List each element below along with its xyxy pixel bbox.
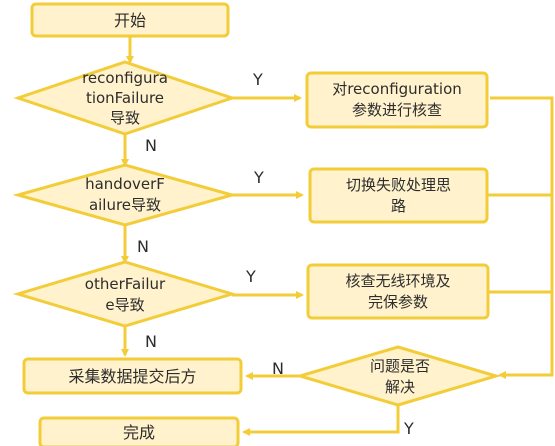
- handover-action-box: [308, 167, 489, 224]
- reconfig-no-label: N: [145, 136, 157, 155]
- handover-decision-shape: [12, 163, 238, 227]
- resolved-decision-label: 问题是否 解决: [369, 357, 430, 396]
- start-box: [30, 2, 230, 38]
- reconfig-decision-label: reconfigura tionFailure 导致: [82, 69, 168, 127]
- connector-resolved-yes: [242, 405, 400, 436]
- other-yes-label: Y: [246, 267, 256, 286]
- resolved-decision-shape: [294, 345, 502, 407]
- start-label: 开始: [113, 10, 146, 30]
- handover-no-label: N: [137, 237, 149, 256]
- collect-box: [22, 357, 243, 395]
- resolved-yes-label: Y: [404, 419, 414, 438]
- done-label: 完成: [122, 422, 155, 442]
- other-action-label: 核查无线环境及 完保参数: [345, 271, 451, 311]
- reconfig-action-label: 对reconfiguration 参数进行核查: [332, 80, 462, 119]
- other-no-label: N: [145, 332, 157, 351]
- resolved-no-label: N: [272, 359, 284, 378]
- node-shapes: [12, 2, 502, 446]
- reconfig-yes-label: Y: [253, 70, 263, 89]
- other-action-box: [306, 263, 490, 320]
- connector-actions-merge: [490, 96, 554, 379]
- reconfig-decision-shape: [13, 60, 237, 136]
- reconfig-action-box: [305, 71, 489, 129]
- done-box: [38, 416, 240, 446]
- collect-label: 采集数据提交后方: [68, 366, 197, 386]
- handover-decision-label: handoverF ailure导致: [85, 175, 165, 214]
- handover-action-label: 切换失败处理思 路: [345, 175, 451, 215]
- other-decision-label: otherFailur e导致: [84, 275, 166, 314]
- other-decision-shape: [12, 260, 238, 328]
- handover-yes-label: Y: [254, 168, 264, 187]
